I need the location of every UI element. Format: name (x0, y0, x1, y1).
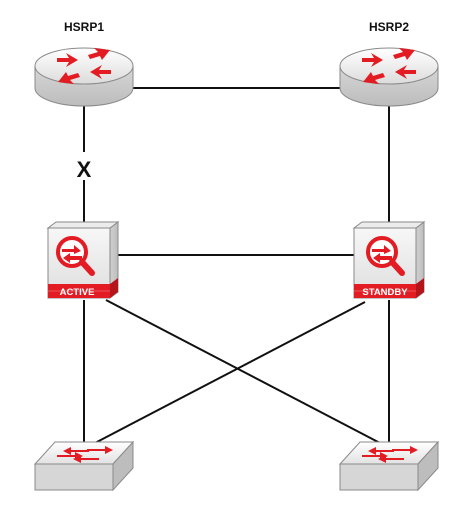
firewall-standby[interactable]: STANDBY (352, 221, 426, 299)
router-label-hsrp2: HSRP2 (369, 20, 409, 34)
magnifier-icon (366, 236, 405, 276)
switch-arrows-icon (57, 446, 113, 463)
links (83, 87, 390, 462)
firewall-active[interactable]: ACTIVE (46, 221, 120, 299)
magnifier-icon (56, 236, 95, 276)
router-hsrp1[interactable] (34, 47, 134, 107)
switch-arrows-icon (362, 446, 418, 463)
switch-1[interactable] (33, 440, 135, 492)
router-arrows-icon (57, 48, 111, 84)
firewall-label-active: ACTIVE (60, 287, 95, 298)
router-label-hsrp1: HSRP1 (64, 20, 104, 34)
router-hsrp2[interactable] (339, 47, 439, 107)
link-standby-switch1 (94, 301, 366, 444)
switch-2[interactable] (338, 440, 440, 492)
router-arrows-icon (362, 48, 416, 84)
link-active-switch2 (105, 299, 381, 444)
failed-link-marker: X (77, 157, 92, 182)
firewall-label-standby: STANDBY (362, 287, 408, 298)
